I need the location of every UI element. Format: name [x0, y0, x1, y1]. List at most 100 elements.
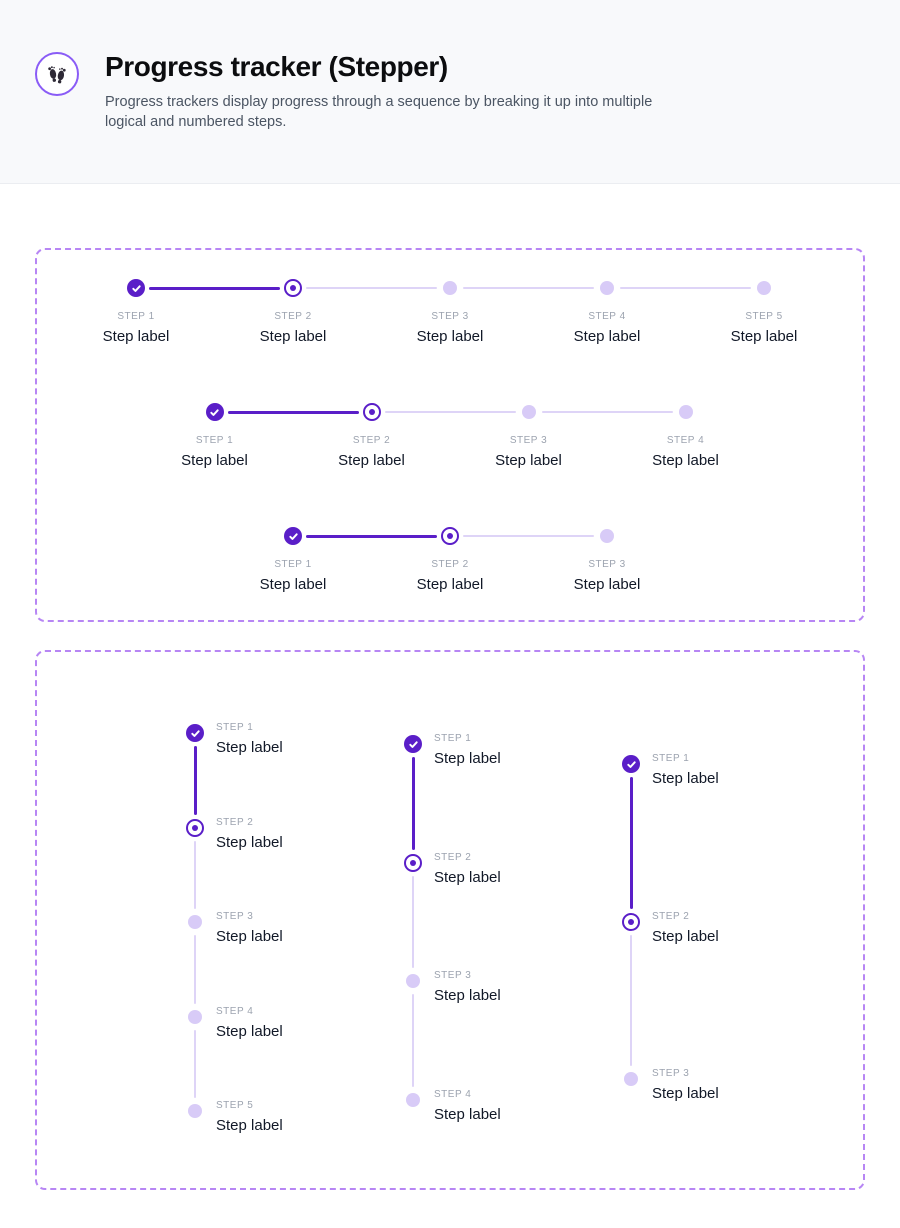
step-overline: STEP 3 — [588, 559, 626, 570]
step-dot-completed — [404, 735, 422, 753]
step-label: Step label — [102, 328, 170, 345]
step-dot-completed — [205, 403, 224, 421]
step-dot-column — [404, 1091, 422, 1125]
step-dot-row — [293, 403, 516, 421]
step-dot-upcoming — [406, 1092, 420, 1107]
step-dot-row — [372, 279, 594, 297]
step-overline: STEP 3 — [216, 911, 254, 922]
step-dot-upcoming — [188, 915, 202, 929]
check-icon — [131, 284, 141, 292]
step-item[interactable]: STEP 3 Step label — [372, 279, 594, 347]
step-dot-row — [686, 279, 843, 297]
step-dot-row — [215, 279, 437, 297]
step-labels: STEP 3 Step label — [434, 970, 501, 1091]
step-dot-upcoming — [443, 281, 457, 295]
step-item[interactable]: STEP 4 Step label — [404, 1089, 501, 1125]
step-label: Step label — [573, 576, 641, 593]
step-dot-column — [622, 912, 640, 1071]
step-connector — [194, 840, 196, 909]
step-label: Step label — [434, 868, 501, 886]
step-label: Step label — [259, 576, 327, 593]
step-dot-upcoming — [600, 529, 614, 543]
step-overline: STEP 3 — [434, 970, 472, 981]
current-dot-core — [192, 824, 198, 831]
step-dot-column — [404, 735, 422, 854]
step-label: Step label — [652, 927, 719, 945]
step-item[interactable]: STEP 1 Step label — [215, 527, 437, 595]
step-overline: STEP 4 — [588, 311, 626, 322]
step-item[interactable]: STEP 3 Step label — [404, 970, 501, 1091]
step-dot-current — [441, 527, 459, 545]
step-overline: STEP 3 — [431, 311, 469, 322]
step-label: Step label — [338, 452, 405, 469]
step-overline: STEP 1 — [274, 559, 312, 570]
step-item[interactable]: STEP 2 Step label — [215, 279, 437, 347]
step-connector — [620, 287, 751, 289]
step-label: Step label — [730, 328, 798, 345]
step-labels: STEP 2 Step label — [434, 852, 501, 973]
step-connector — [149, 286, 280, 290]
step-overline: STEP 2 — [274, 311, 312, 322]
step-overline: STEP 1 — [117, 311, 155, 322]
step-dot-current — [622, 912, 640, 931]
step-item[interactable]: STEP 3 Step label — [529, 527, 686, 595]
step-overline: STEP 1 — [195, 435, 234, 446]
step-dot-row — [136, 403, 359, 421]
step-overline: STEP 5 — [745, 311, 783, 322]
horizontal-stepper: STEP 1 Step label STEP 2 Step label STEP 3 St… — [37, 279, 863, 347]
step-dot-column — [404, 853, 422, 973]
step-label: Step label — [416, 328, 484, 345]
step-dot-current — [284, 279, 302, 297]
step-label: Step label — [434, 1105, 501, 1123]
step-label: Step label — [216, 928, 283, 945]
step-item[interactable]: STEP 2 Step label — [404, 852, 501, 973]
header-text: Progress tracker (Stepper) Progress trac… — [105, 50, 683, 132]
step-connector — [412, 994, 414, 1087]
step-item[interactable]: STEP 5 Step label — [686, 279, 843, 347]
step-item[interactable]: STEP 3 Step label — [186, 911, 283, 1008]
step-overline: STEP 2 — [431, 559, 469, 570]
step-dot-row — [450, 403, 673, 421]
current-dot-core — [368, 409, 375, 415]
step-dot-current — [362, 403, 381, 421]
step-dot-upcoming — [406, 974, 420, 988]
step-label: Step label — [434, 987, 501, 1004]
step-item[interactable]: STEP 2 Step label — [372, 527, 594, 595]
step-label: Step label — [259, 328, 327, 345]
step-dot-upcoming — [600, 281, 614, 295]
step-overline: STEP 2 — [434, 851, 472, 863]
step-dot-row — [607, 403, 764, 421]
step-labels: STEP 4 Step label — [434, 1089, 501, 1125]
step-connector — [227, 410, 359, 414]
step-label: Step label — [416, 576, 484, 593]
current-dot-core — [447, 533, 453, 539]
step-overline: STEP 5 — [216, 1100, 254, 1111]
step-item[interactable]: STEP 1 Step label — [58, 279, 280, 347]
step-dot-row — [529, 279, 751, 297]
step-dot-column — [186, 724, 204, 819]
step-overline: STEP 3 — [652, 1068, 690, 1079]
step-overline: STEP 4 — [434, 1088, 472, 1100]
